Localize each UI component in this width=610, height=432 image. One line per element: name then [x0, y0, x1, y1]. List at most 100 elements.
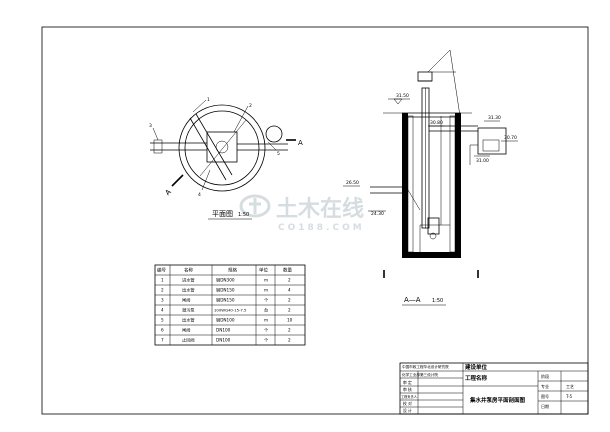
- section-title: A—A: [404, 296, 421, 304]
- elevation-7: 24.30: [371, 211, 384, 217]
- well-outer-circle: [178, 104, 266, 192]
- company-line-1: 中国市政工程华北设计研究院: [402, 364, 449, 369]
- callout-3: 3: [149, 123, 152, 129]
- cell-no: 5: [161, 318, 164, 323]
- construction-unit-label: 建设单位: [465, 363, 488, 371]
- cell-unit: m: [264, 288, 268, 293]
- cell-spec: 钢DN300: [216, 277, 235, 284]
- section-scale: 1:50: [432, 298, 443, 304]
- cell-name: 闸阀: [182, 327, 190, 334]
- left-wall: [402, 113, 408, 258]
- approval-rows: 审 定 审 核 工程负责人 校 对 设 计: [401, 380, 418, 413]
- table-row: 7 止回阀 DN100 个 2: [161, 337, 291, 344]
- cell-spec: 钢DN150: [216, 297, 235, 304]
- plan-view-title: 平面图: [212, 210, 233, 218]
- cell-qty: 2: [288, 278, 291, 283]
- table-row: 4 潜污泵 100WQ40-15-7.5 台 2: [161, 307, 291, 314]
- row-label-design: 设 计: [403, 408, 412, 413]
- label-date: 日期: [541, 403, 549, 409]
- table-body: 1 进水管 钢DN300 m 2 2 出水管 钢DN150 m 4 3 闸阀 钢…: [161, 277, 293, 344]
- header-qty: 数量: [283, 267, 292, 274]
- cell-no: 6: [161, 328, 164, 333]
- elevation-marks: 31.50 31.30 30.80 30.70 31.00 26.50 24.3…: [343, 93, 518, 217]
- elevation-6: 26.50: [346, 180, 359, 186]
- cell-unit: m: [264, 278, 268, 283]
- watermark: 土木在线 CO188.COM: [239, 194, 365, 233]
- row-label-approve: 审 定: [403, 380, 412, 385]
- cell-no: 7: [161, 338, 164, 343]
- cell-no: 3: [161, 298, 164, 303]
- cell-unit: 个: [264, 328, 269, 333]
- cell-unit: 台: [264, 307, 268, 314]
- plan-view-scale: 1:50: [238, 212, 249, 218]
- table-row: 1 进水管 钢DN300 m 2: [161, 277, 291, 284]
- cell-spec: 钢DN100: [216, 317, 235, 324]
- header-unit: 单位: [259, 267, 268, 274]
- bottom-slab: [402, 252, 461, 258]
- right-wall: [455, 113, 461, 258]
- watermark-en: CO188.COM: [278, 223, 365, 233]
- cell-qty: 2: [288, 298, 291, 303]
- cell-qty: 2: [288, 308, 291, 313]
- header-name: 名称: [184, 267, 193, 274]
- row-label-review: 审 核: [403, 387, 412, 392]
- cell-spec: DN100: [216, 328, 231, 333]
- cell-spec: DN100: [216, 338, 231, 343]
- cell-qty: 2: [288, 338, 291, 343]
- table-header: 编号 名称 规格 单位 数量: [157, 267, 292, 274]
- plan-view: A A 1 2 3 4 5 平面图 1:50: [149, 97, 303, 220]
- cell-qty: 2: [288, 328, 291, 333]
- cell-no: 2: [161, 288, 164, 293]
- header-no: 编号: [157, 267, 166, 274]
- cell-spec: 100WQ40-15-7.5: [214, 308, 247, 313]
- section-marker-a-lower: A: [164, 188, 173, 197]
- watermark-cn: 土木在线: [276, 196, 364, 222]
- table-row: 3 闸阀 钢DN150 个 2: [161, 297, 291, 304]
- row-label-check: 校 对: [403, 401, 412, 406]
- cell-name: 进水管: [182, 277, 195, 284]
- cell-name: 出水管: [182, 287, 195, 294]
- elevation-4: 30.70: [504, 135, 517, 141]
- sheet-info: 阶段 专业 图号 日期 工艺 T-5: [541, 373, 574, 409]
- label-stage: 阶段: [541, 373, 549, 379]
- elevation-2: 31.30: [488, 115, 501, 121]
- elevation-1: 31.50: [396, 93, 409, 99]
- callout-5: 5: [277, 151, 280, 157]
- section-view: 31.50 31.30 30.80 30.70 31.00 26.50 24.3…: [343, 49, 518, 306]
- value-discipline: 工艺: [566, 384, 574, 389]
- section-marker-a: A: [298, 139, 303, 147]
- elevation-5: 31.00: [476, 158, 489, 164]
- cell-name: 止回阀: [182, 337, 195, 344]
- cell-name: 潜污泵: [182, 307, 195, 314]
- drawing-title: 集水井泵房平面剖面图: [469, 396, 526, 404]
- elevation-3: 30.80: [430, 120, 443, 126]
- table-row: 6 闸阀 DN100 个 2: [161, 327, 291, 334]
- header-spec: 规格: [228, 267, 237, 274]
- cell-spec: 钢DN150: [216, 287, 235, 294]
- callout-1: 1: [207, 97, 210, 103]
- row-label-lead: 工程负责人: [401, 394, 418, 399]
- title-block: 中国市政工程华北设计研究院 化学工业部第三设计院 建设单位 工程名称 集水井泵房…: [399, 362, 589, 415]
- callout-2: 2: [249, 103, 252, 109]
- value-drawing-no: T-5: [565, 394, 573, 399]
- plan-callouts: 1 2 3 4 5: [149, 97, 280, 198]
- cell-name: 闸阀: [182, 297, 190, 304]
- cell-unit: m: [264, 318, 268, 323]
- project-name-label: 工程名称: [465, 374, 488, 382]
- cell-unit: 个: [264, 298, 269, 303]
- callout-4: 4: [198, 192, 201, 198]
- table-row: 5 出水管 钢DN100 m 10: [161, 317, 293, 324]
- cell-name: 出水管: [182, 317, 195, 324]
- label-discipline: 专业: [541, 383, 549, 389]
- cell-qty: 10: [287, 318, 293, 323]
- cell-no: 4: [161, 308, 164, 313]
- cell-unit: 个: [264, 338, 269, 343]
- small-circle: [265, 125, 283, 143]
- label-drawing-no: 图号: [541, 393, 549, 399]
- material-table: 编号 名称 规格 单位 数量 1 进水管 钢DN300 m 2 2 出水管 钢D…: [154, 264, 306, 346]
- company-line-2: 化学工业部第三设计院: [402, 372, 438, 377]
- cell-no: 1: [161, 278, 164, 283]
- sheet-border: [41, 26, 589, 415]
- cell-qty: 4: [288, 288, 291, 293]
